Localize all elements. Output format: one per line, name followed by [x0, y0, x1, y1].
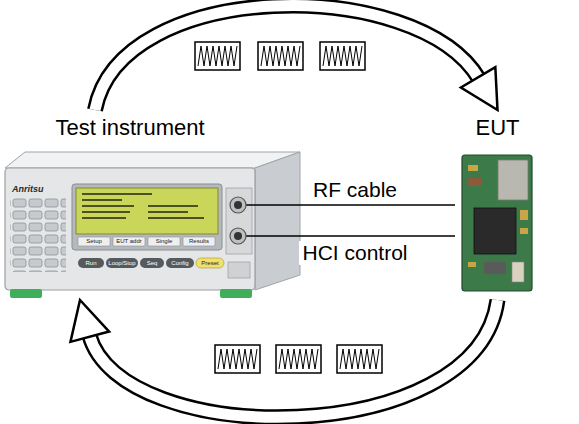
soft-key-label: Single	[148, 237, 180, 246]
rf-jack	[230, 197, 246, 213]
arrow-body-outline	[89, 300, 497, 417]
arrow-body-outline	[95, 6, 479, 110]
soft-key-label: EUT addr	[113, 237, 145, 246]
hci-jack-core	[234, 232, 242, 240]
eut-part	[520, 210, 528, 220]
eut-part	[484, 262, 506, 274]
cable-label: RF cable	[310, 178, 400, 202]
keypad	[10, 196, 66, 272]
eut-node: EUT	[455, 110, 540, 300]
eut-chip	[474, 208, 516, 254]
eut-part	[468, 262, 476, 267]
button-label: Preset	[196, 258, 224, 268]
packet-icon	[258, 42, 303, 70]
eut-part	[512, 262, 524, 282]
soft-key	[113, 237, 145, 246]
packet-icon	[195, 42, 240, 70]
instrument-side	[255, 152, 300, 290]
soft-key	[183, 237, 215, 246]
preset-button	[196, 258, 224, 268]
panel-button	[78, 258, 104, 268]
button-label: Config	[166, 258, 194, 268]
soft-key-label: Setup	[78, 237, 110, 246]
instrument-front	[5, 168, 255, 290]
instrument-top	[5, 152, 300, 168]
screen-line	[82, 199, 122, 201]
cable-label: HCI control	[299, 241, 410, 265]
screen-line	[82, 217, 126, 219]
packet-icon	[320, 42, 365, 70]
screen-line	[148, 211, 188, 213]
cable-line	[255, 204, 455, 206]
brand-logo: Anritsu	[12, 184, 68, 195]
button-label: Run	[78, 258, 104, 268]
eut-part	[520, 228, 528, 234]
screen-line	[82, 211, 130, 213]
rf-jack-core	[234, 201, 242, 209]
button-label: Seq	[140, 258, 164, 268]
soft-key	[78, 237, 110, 246]
cable-line	[255, 205, 455, 206]
lcd-screen	[76, 188, 218, 234]
soft-key	[148, 237, 180, 246]
soft-key-label: Results	[183, 237, 215, 246]
panel-button	[140, 258, 164, 268]
panel-plate	[228, 262, 250, 278]
button-label: Loop/Stop	[106, 258, 138, 268]
instrument-foot	[220, 289, 252, 298]
arrow-body-fill	[95, 6, 479, 110]
instrument-foot	[10, 289, 42, 298]
screen-line	[82, 193, 152, 195]
screen-line	[82, 205, 134, 207]
connector-panel	[226, 188, 252, 254]
node-title: Test instrument	[5, 110, 255, 141]
packet-icon	[337, 345, 382, 373]
arrow-head	[461, 67, 498, 110]
eut-pcb	[462, 155, 532, 291]
flow-arrow	[70, 300, 497, 417]
packet-icon	[215, 345, 260, 373]
packet-icon	[276, 345, 321, 373]
hci-jack	[230, 228, 246, 244]
eut-part	[468, 178, 482, 186]
panel-button	[106, 258, 138, 268]
eut-shield	[498, 160, 528, 200]
cable-line	[255, 236, 455, 237]
arrow-head	[70, 300, 109, 342]
flow-arrow	[95, 6, 498, 110]
cable-line	[255, 235, 455, 237]
panel-button	[166, 258, 194, 268]
instrument-node: Test instrument	[5, 110, 255, 300]
screen-bezel	[72, 184, 222, 250]
screen-line	[148, 205, 198, 207]
arrow-body-fill	[89, 300, 497, 417]
eut-part	[468, 165, 478, 171]
node-title: EUT	[455, 110, 540, 141]
screen-line	[148, 217, 204, 219]
